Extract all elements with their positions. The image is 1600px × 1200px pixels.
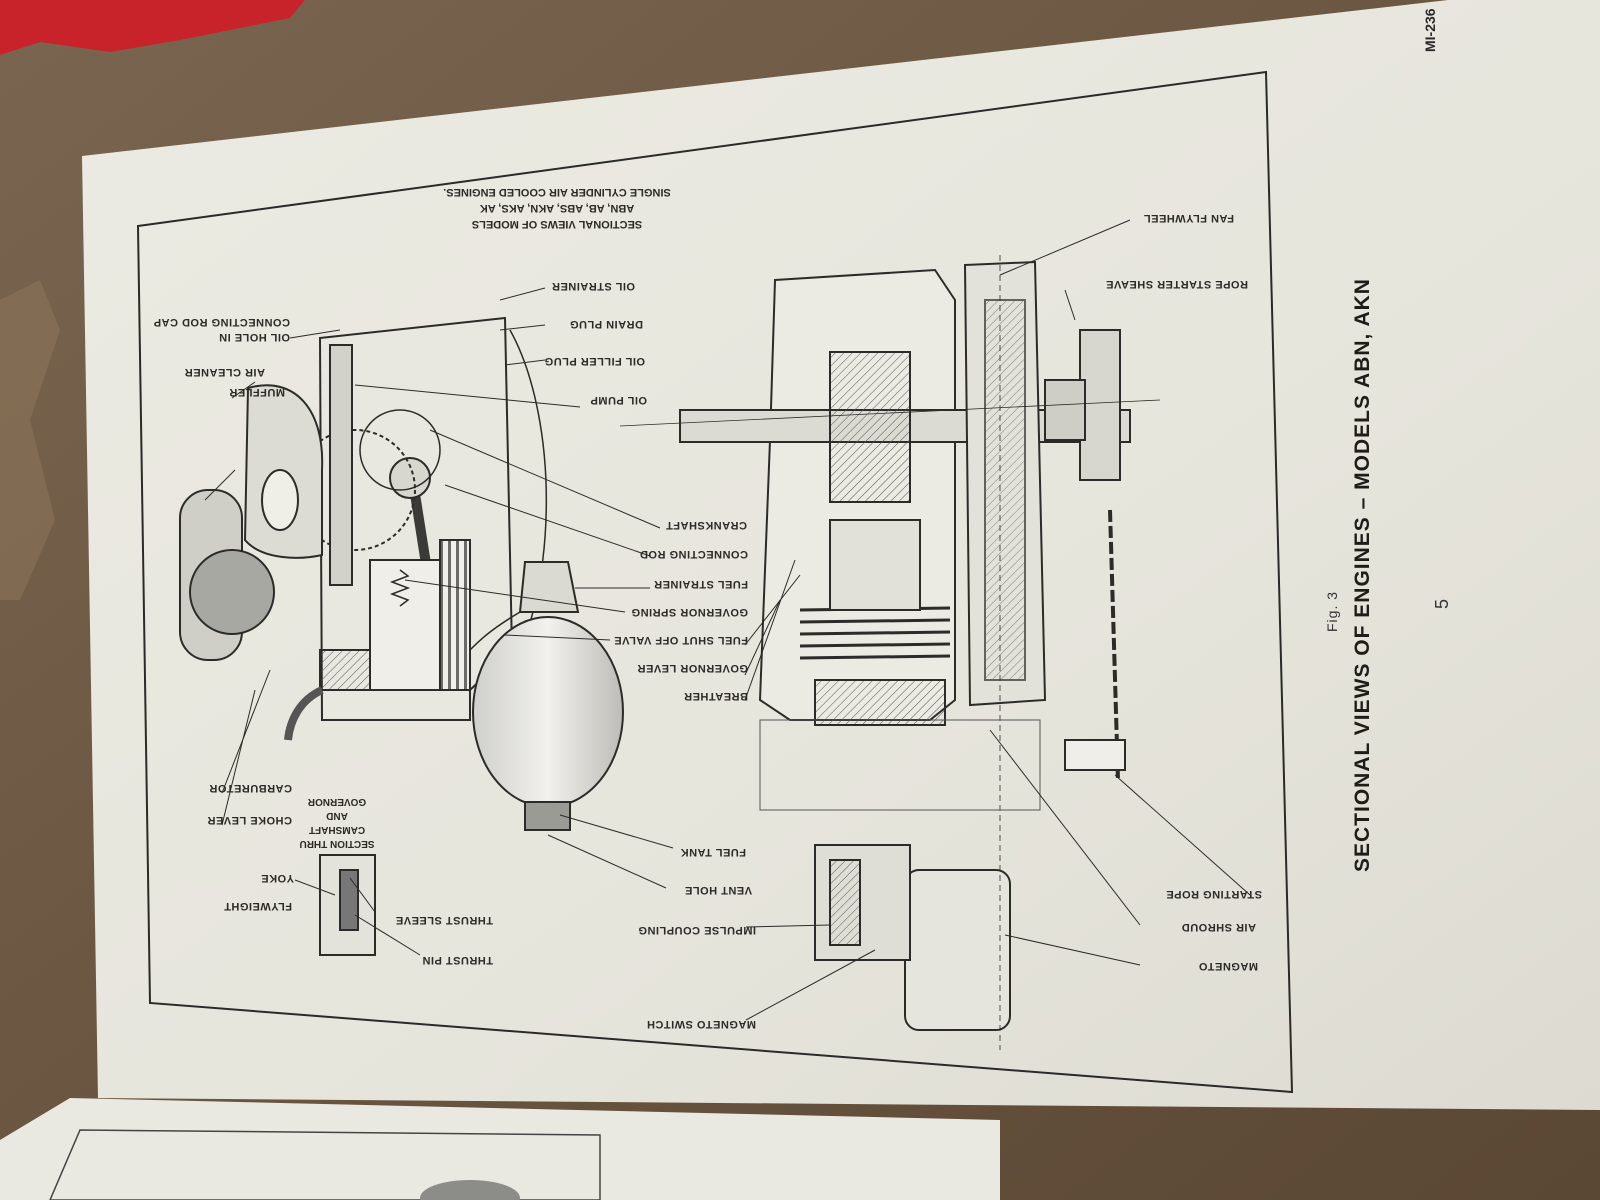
caption-line: SINGLE CYLINDER AIR COOLED ENGINES. [443,186,671,198]
label-governor-lever: GOVERNOR LEVER [637,662,748,674]
label-fuel-tank: FUEL TANK [680,846,746,858]
label-flyweight: FLYWEIGHT [223,900,292,912]
label-oil-pump: OIL PUMP [590,394,647,406]
rope-starter-sheave [1079,329,1121,481]
figure-caption: SECTIONAL VIEWS OF MODELS ABN, AB, ABS, … [407,184,707,232]
label-crankshaft: CRANKSHAFT [665,519,747,531]
fuel-line [469,611,521,651]
label-magneto: MAGNETO [1198,960,1258,972]
figure-number: Fig. 3 [1324,590,1340,632]
section-note-line: GOVERNOR [307,796,367,807]
starting-rope-line [1108,509,1120,781]
label-magneto-switch: MAGNETO SWITCH [646,1018,756,1030]
label-air-shroud: AIR SHROUD [1181,921,1256,933]
label-air-cleaner: AIR CLEANER [184,366,265,378]
flyweight-shape [339,869,359,931]
label-oil-filler-plug: OIL FILLER PLUG [544,355,645,367]
crank-throw [829,351,911,503]
label-drain-plug: DRAIN PLUG [569,318,643,330]
label-oil-strainer: OIL STRAINER [551,280,635,292]
caption-line: ABN, AB, ABS, AKN, AKS, AK [479,202,635,214]
crank-gear [294,429,416,551]
cylinder-head-hatch [814,679,946,726]
label-muffler: MUFFLER [228,386,285,398]
front-section-view [619,255,1161,1050]
red-paper-scrap [0,0,305,55]
label-connecting-rod-cap: CONNECTING ROD CAP [153,316,290,328]
label-choke-lever: CHOKE LEVER [207,814,292,826]
magneto-body [904,869,1011,1031]
label-rope-starter-sheave: ROPE STARTER SHEAVE [1105,278,1248,290]
section-note-line: SECTION THRU [299,838,375,849]
crank-web [359,409,441,491]
label-breather: BREATHER [683,690,748,702]
governor-spring [389,569,411,607]
intake-pipe [284,686,324,741]
piston [829,519,921,611]
fuel-strainer-bowl [518,561,580,613]
label-impulse-coupling: IMPULSE COUPLING [637,924,756,936]
oil-pump-body [329,344,353,586]
label-vent-hole: VENT HOLE [684,884,752,896]
leader-lines [204,219,1251,1021]
fuel-tank-body [472,616,624,808]
section-note-line: AND [326,810,348,821]
label-yoke: YOKE [260,872,294,884]
label-fuel-strainer: FUEL STRAINER [653,578,748,590]
caption-line: SECTIONAL VIEWS OF MODELS [471,218,643,230]
air-cleaner-filter [189,549,275,635]
label-fuel-shut-off-valve: FUEL SHUT OFF VALVE [613,634,748,646]
corner-code: MI-236 [1422,8,1438,52]
rope-handle [1064,739,1126,771]
label-thrust-sleeve: THRUST SLEEVE [395,914,493,926]
torn-paper-edge [0,280,60,600]
next-page-frame [49,1129,601,1200]
figure-border [136,70,1294,1094]
section-note-line: CAMSHAFT [308,824,366,835]
label-connecting-rod: CONNECTING ROD [639,548,748,560]
section-note: SECTION THRU CAMSHAFT AND GOVERNOR [282,794,392,850]
ghost-base-frame [759,719,1041,811]
next-page [0,1098,1000,1200]
flywheel-hatch [984,299,1026,681]
next-page-photo [420,1180,520,1200]
cylinder-fins [439,539,471,691]
cylinder-bore [369,559,441,691]
coupling-hatch [829,859,861,946]
label-carburetor: CARBURETOR [208,782,292,794]
label-oil-hole: OIL HOLE IN [218,331,290,343]
side-section-view [179,316,624,956]
label-governor-spring: GOVERNOR SPRING [631,606,748,618]
crankpin [389,457,431,499]
page-title: SECTIONAL VIEWS OF ENGINES – MODELS ABN,… [1351,278,1374,872]
label-thrust-pin: THRUST PIN [422,954,493,966]
crank-center-line [619,399,1161,427]
label-starting-rope: STARTING ROPE [1165,888,1262,900]
starter-flange [1044,379,1086,441]
label-fan-flywheel: FAN FLYWHEEL [1143,212,1234,224]
spark-plug-housing [261,469,299,531]
page-number: 5 [1432,598,1452,609]
